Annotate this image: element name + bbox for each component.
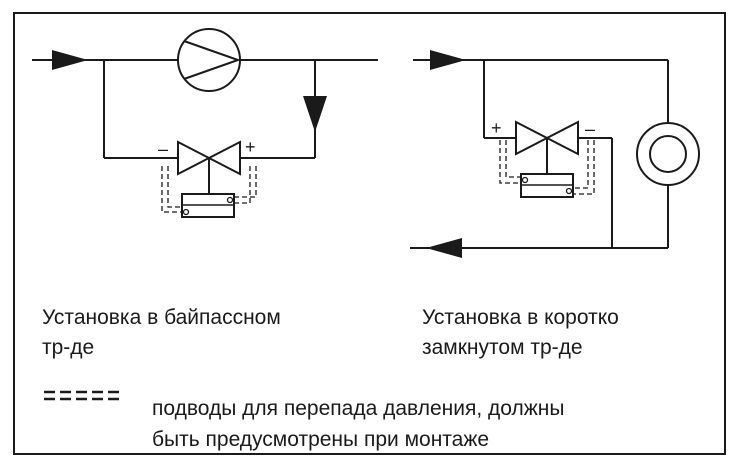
short-caption-line2: замкнутом тр-де (422, 336, 583, 359)
consumer-inner-circle (649, 135, 687, 173)
diagram-frame (13, 12, 726, 455)
bypass-impulse-lines (161, 166, 257, 213)
pump-triangle (183, 40, 242, 80)
supply-flow-arrow (430, 50, 466, 70)
bypass-actuator-port-right (226, 196, 234, 204)
bypass-valve-icon (177, 140, 241, 176)
return-flow-arrow (426, 238, 462, 258)
short-circuit-caption: Установка в коротко замкнутом тр-де (422, 303, 619, 363)
bypass-caption: Установка в байпассном тр-де (42, 303, 281, 363)
inlet-flow-arrow (52, 50, 88, 70)
short-minus-sign: – (585, 119, 595, 139)
short-circuit: + – (410, 50, 700, 258)
bypass-plus-sign: + (245, 137, 256, 157)
short-valve-icon (515, 120, 579, 156)
legend-dash-symbol: ===== (44, 390, 124, 401)
bypass-flow-arrow (303, 96, 327, 132)
legend-line1: подводы для перепада давления, должны (152, 397, 565, 420)
short-caption-line1: Установка в коротко (422, 306, 619, 329)
bypass-circuit: – + (32, 28, 378, 218)
consumer-outer-circle (636, 122, 700, 186)
short-actuator-port-left (521, 176, 529, 184)
bypass-minus-sign: – (158, 139, 168, 159)
legend-line2: быть предусмотрены при монтаже (152, 428, 490, 451)
short-actuator-port-right (565, 187, 573, 195)
bypass-actuator-port-left (182, 208, 190, 216)
short-plus-sign: + (491, 118, 502, 138)
pump-symbol (177, 28, 241, 92)
short-impulse-lines (499, 140, 595, 195)
bypass-caption-line1: Установка в байпассном (42, 306, 281, 329)
legend-description: подводы для перепада давления, должны бы… (152, 393, 564, 455)
bypass-caption-line2: тр-де (42, 336, 95, 359)
